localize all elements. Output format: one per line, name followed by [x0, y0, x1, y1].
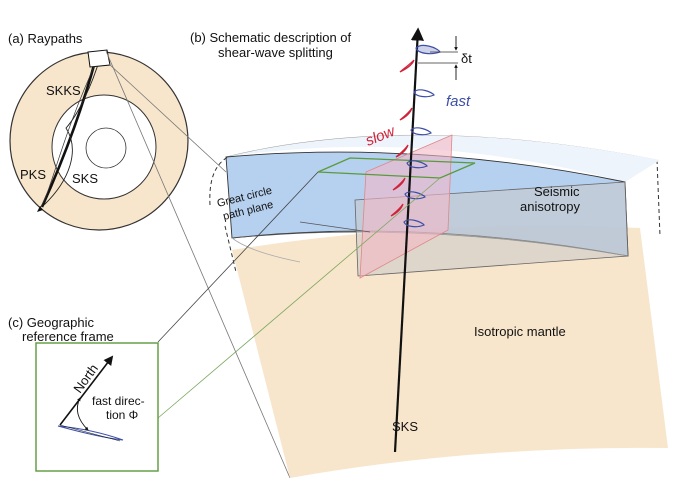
fast-direction-label-line2: tion Φ: [106, 408, 138, 422]
panel-b-schematic: (b) Schematic description of shear-wave …: [190, 27, 668, 478]
panel-b-title-line2: shear-wave splitting: [218, 45, 333, 60]
panel-b-title-line1: (b) Schematic description of: [190, 30, 352, 45]
reference-frame-box: [35, 342, 159, 472]
panel-c-title-line1: (c) Geographic: [8, 315, 94, 330]
panel-a-raypaths: (a) Raypaths SKKS PKS SKS: [8, 31, 189, 231]
anisotropy-label-line1: Seismic: [534, 184, 580, 199]
sks-label: SKS: [72, 171, 98, 186]
delta-t-label: δt: [461, 51, 472, 66]
fast-direction-label-line1: fast direc-: [92, 394, 145, 408]
isotropic-mantle-region: [232, 225, 668, 478]
pks-label: PKS: [20, 167, 46, 182]
skks-raypath: [43, 57, 101, 206]
great-circle-plane-edge: [299, 221, 371, 233]
pks-raypath: [39, 57, 99, 209]
inner-core-circle: [85, 127, 127, 169]
sks-ray-label: SKS: [392, 419, 418, 434]
great-circle-dashed-line: [224, 225, 237, 273]
frame-connector-lower: [157, 177, 441, 419]
slow-wavelets: [390, 59, 415, 217]
anisotropy-label-line2: anisotropy: [520, 199, 580, 214]
great-circle-dashed-curve: [209, 156, 229, 206]
north-arrow: [59, 355, 114, 426]
phi-angle-arc: [76, 397, 89, 431]
panel-a-title: (a) Raypaths: [8, 31, 83, 46]
skks-label: SKKS: [46, 83, 81, 98]
zoom-connector-left: [105, 50, 291, 479]
panel-c-reference-frame: (c) Geographic reference frame North fas…: [8, 315, 159, 472]
source-star-icon: [37, 206, 43, 212]
panel-c-title-line2: reference frame: [22, 329, 114, 344]
isotropic-mantle-label: Isotropic mantle: [474, 324, 566, 339]
fast-label: fast: [446, 93, 471, 110]
frame-connector-upper: [157, 171, 319, 343]
sks-ray-arrow: [393, 27, 425, 453]
zoom-connector-top: [108, 63, 227, 173]
slab-bottom-left-edge: [231, 237, 301, 263]
slab-right-dashed-edge: [656, 159, 661, 237]
fast-direction-line: [59, 424, 121, 442]
slab-top-surface: [226, 135, 660, 182]
